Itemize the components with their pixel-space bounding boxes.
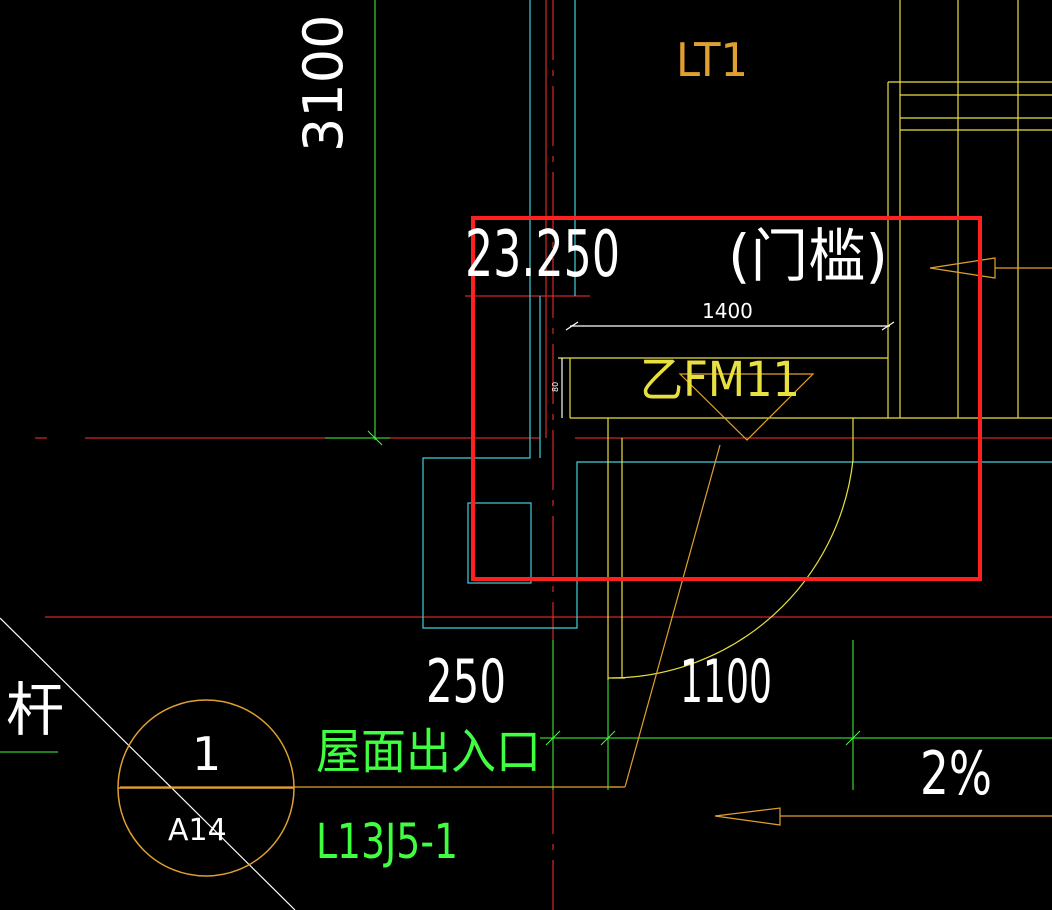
roof-exit-label: 屋面出入口 bbox=[316, 724, 541, 780]
rod-label: 杆 bbox=[6, 676, 64, 744]
dimension-1400: 1400 bbox=[702, 299, 753, 323]
label-lt1: LT1 bbox=[676, 33, 748, 87]
dimension-3100: 3100 bbox=[292, 15, 355, 152]
dimension-250: 250 bbox=[426, 647, 506, 717]
yellow-linework bbox=[558, 0, 1052, 680]
elevation-label: 23.250 bbox=[465, 218, 620, 292]
dimension-1100: 1100 bbox=[680, 647, 772, 717]
detail-sheet: A14 bbox=[168, 813, 227, 848]
detail-reference: L13J5-1 bbox=[316, 814, 458, 870]
dimension-80: 80 bbox=[551, 382, 560, 392]
detail-bubble bbox=[117, 699, 295, 877]
orange-linework bbox=[120, 257, 1052, 826]
threshold-label: (门槛) bbox=[728, 222, 888, 290]
highlight-box bbox=[471, 216, 982, 581]
white-linework bbox=[0, 321, 895, 910]
detail-number: 1 bbox=[192, 727, 221, 781]
cyan-walls bbox=[422, 0, 1052, 629]
slope-label: 2% bbox=[920, 739, 992, 809]
door-tag: 乙FM11 bbox=[640, 352, 800, 408]
